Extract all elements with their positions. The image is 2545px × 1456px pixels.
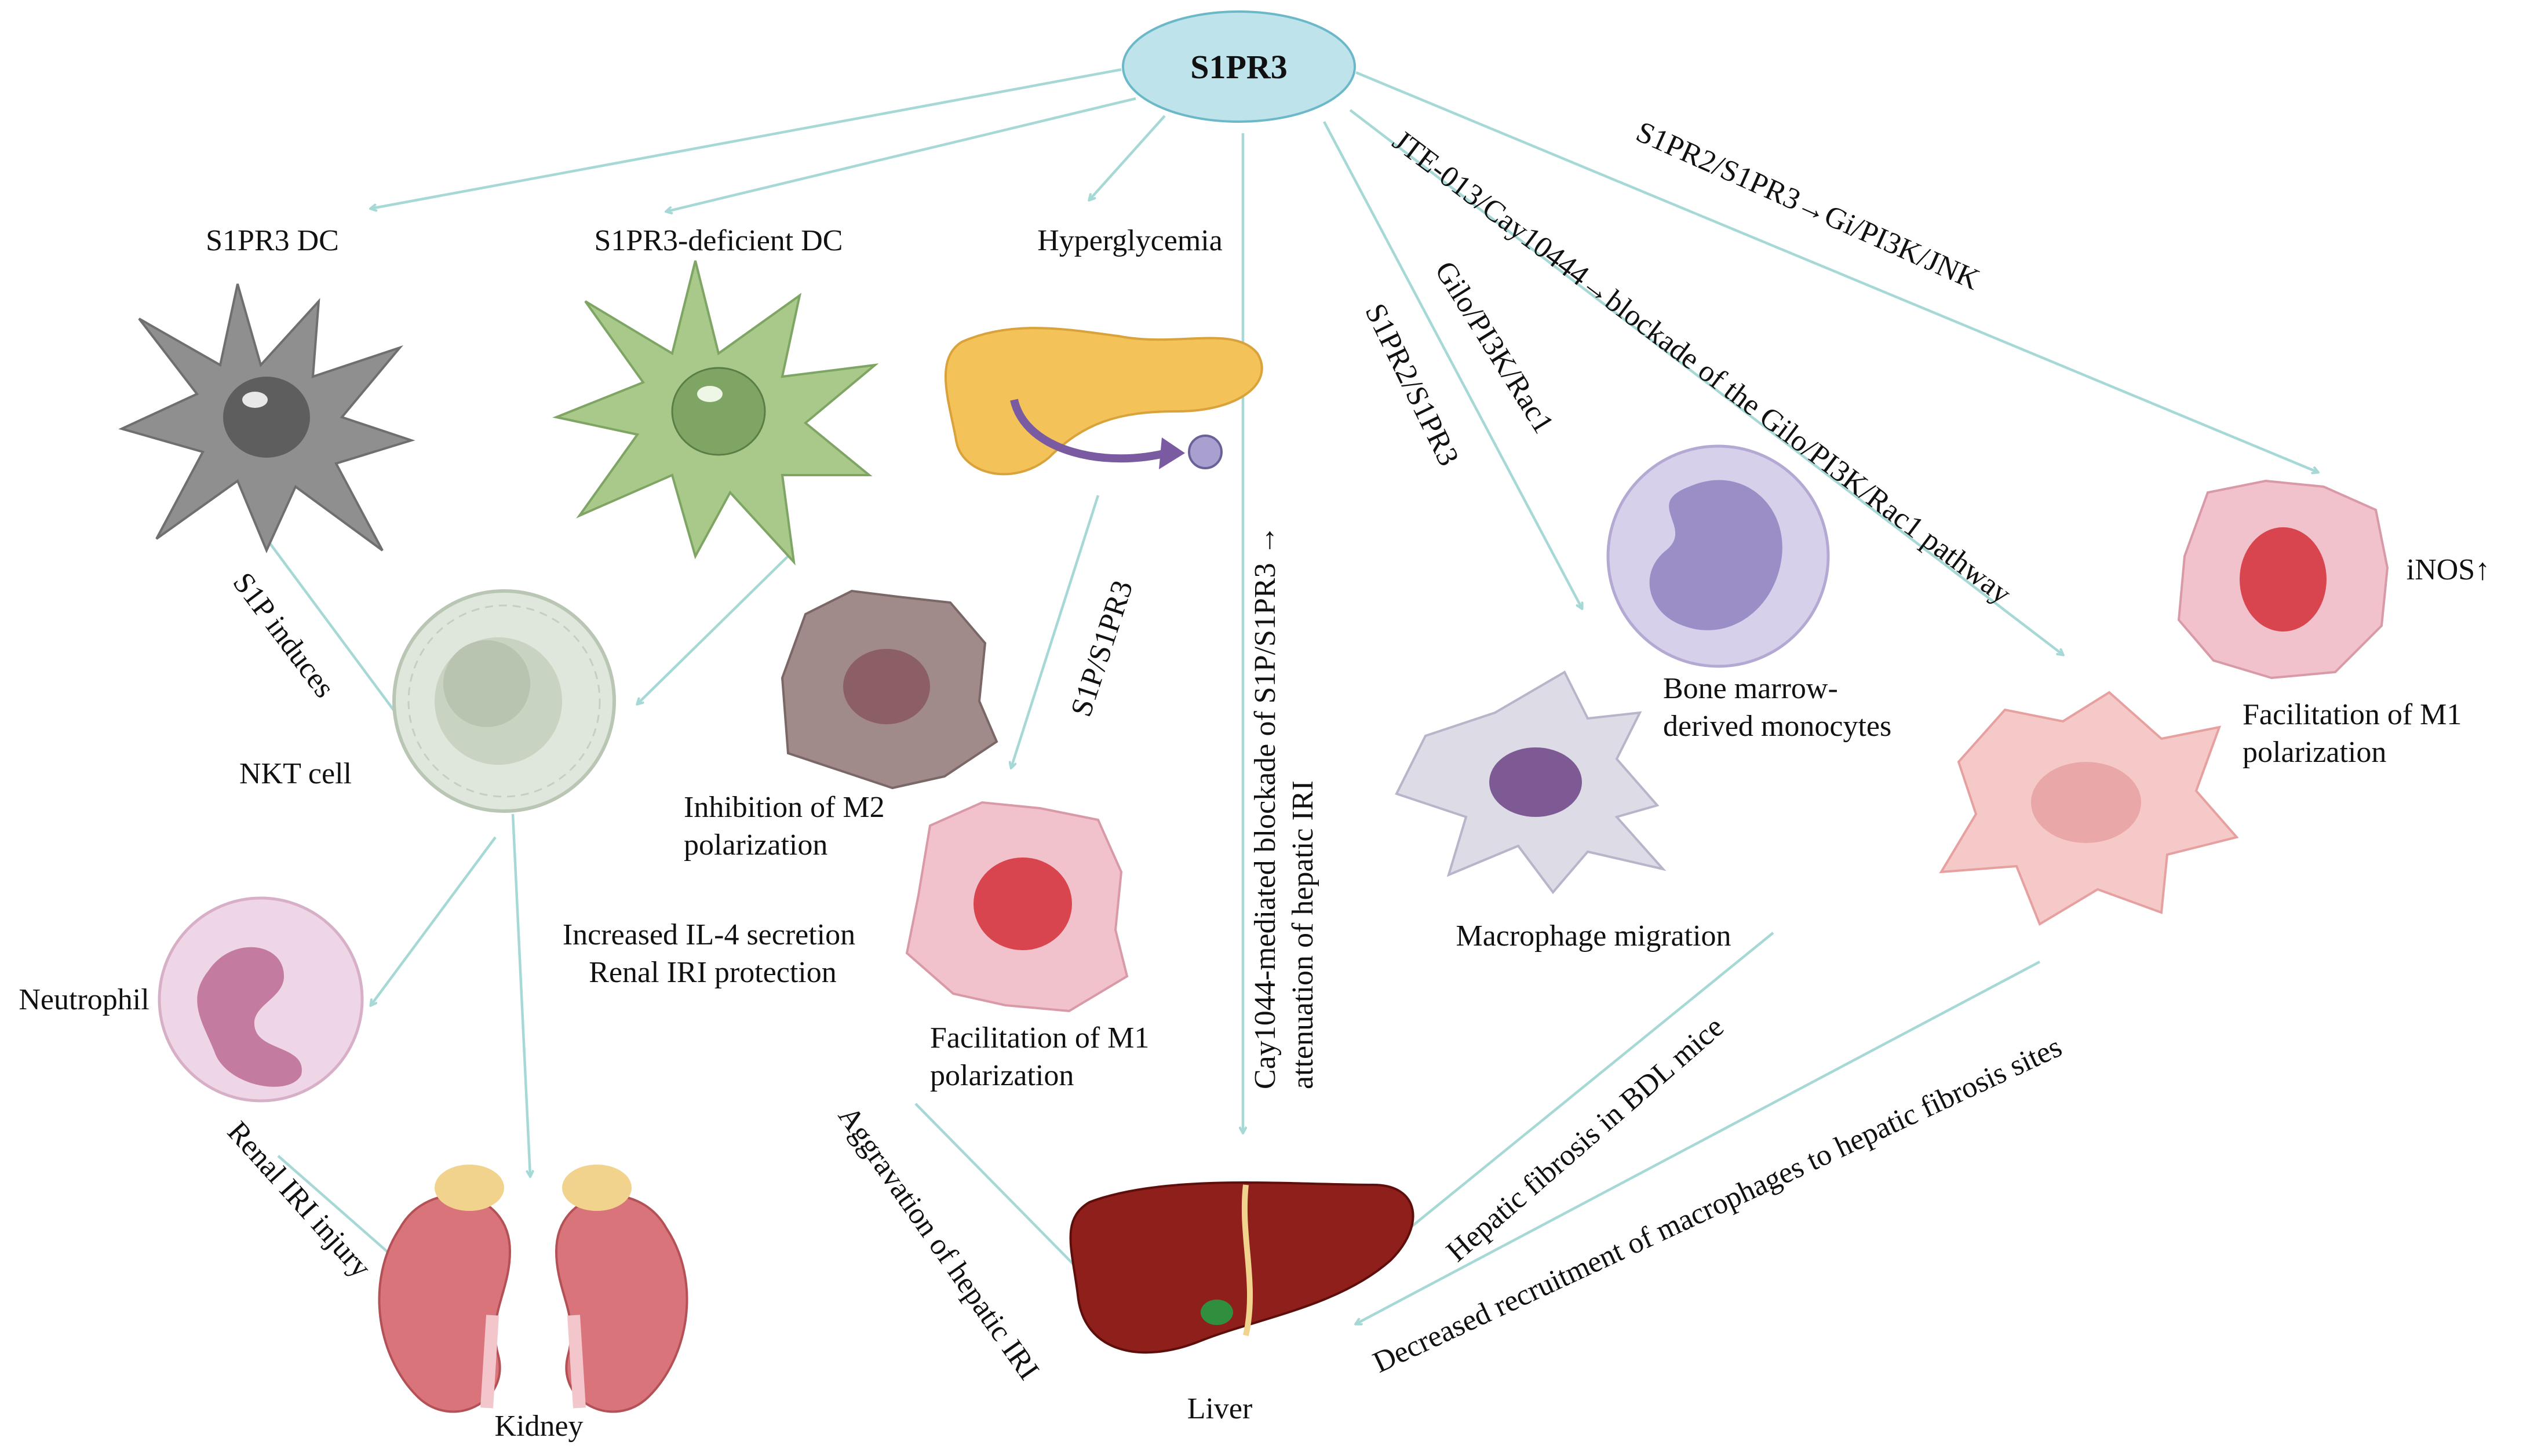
monocyte-icon (1606, 444, 1830, 668)
arrow-s1pr3-to-deficient-dc (666, 97, 1136, 211)
arrow-s1pr3-to-inos (1355, 71, 2318, 472)
arrow-s1pr3-to-hyperglycemia (1089, 115, 1166, 200)
edge-label-s1pr2-gi-jnk: S1PR2/S1PR3→Gi/PI3K/JNK (1631, 115, 1985, 297)
m2-macrophage-icon (781, 589, 998, 790)
s1pr3-node: S1PR3 (1122, 10, 1356, 123)
nkt-cell-icon (392, 589, 616, 813)
arrow-nkt-to-neutrophil (371, 836, 497, 1005)
label-kidney: Kidney (494, 1410, 583, 1443)
node-labels: S1PR3 DC S1PR3-deficient DC Hyperglycemi… (19, 224, 2490, 1443)
label-neutrophil: Neutrophil (19, 983, 149, 1016)
edge-label-decreased-recruitment: Decreased recruitment of macrophages to … (1368, 1030, 2067, 1380)
arrow-recruitment-to-liver (1356, 961, 2041, 1324)
arrow-migration-to-liver (1356, 932, 1774, 1272)
label-facilitation-m1-center: Facilitation of M1 polarization (930, 1021, 1157, 1092)
arrow-pancreas-to-m1 (1011, 495, 1100, 768)
edge-label-s1pr2-s1pr3: S1PR2/S1PR3 (1358, 298, 1465, 471)
recruited-macrophage-icon (1939, 691, 2239, 926)
m1-macrophage-right-icon (2177, 479, 2389, 680)
label-inos: iNOS↑ (2407, 553, 2490, 586)
arrow-m1-to-liver (914, 1103, 1084, 1275)
label-liver: Liver (1187, 1392, 1253, 1425)
label-inhibition-m2: Inhibition of M2 polarization (684, 791, 892, 862)
arrow-s1pr3-to-m1-macrophage (1349, 109, 2063, 655)
s1pr3-ellipse (1122, 10, 1356, 123)
label-s1pr3-dc: S1PR3 DC (206, 224, 339, 257)
m1-macrophage-center-icon (905, 801, 1129, 1013)
arrows (265, 68, 2318, 1324)
label-nkt-cell: NKT cell (239, 757, 352, 790)
arrow-dc-to-nkt (265, 538, 400, 718)
label-macrophage-migration: Macrophage migration (1456, 919, 1731, 953)
pancreas-icon (945, 327, 1263, 476)
arrow-s1pr3-to-macrophage-migration (1323, 121, 1582, 608)
edge-label-s1p-induces: S1P induces (226, 567, 341, 704)
label-il4-renal: Increased IL-4 secretion Renal IRI prote… (563, 918, 863, 989)
gray-dendritic-cell-icon (118, 283, 415, 554)
edge-label-gilo-pi3k-rac1: Gilo/PI3K/Rac1 (1428, 256, 1560, 439)
edge-label-aggravation-hepatic-iri: Aggravation of hepatic IRI (832, 1100, 1045, 1386)
edge-label-renal-iri-injury: Renal IRI injury (221, 1115, 377, 1284)
arrow-s1pr3-to-dc (371, 68, 1122, 209)
s1pr3-label: S1PR3 (1190, 48, 1288, 86)
kidney-icon (378, 1165, 688, 1413)
label-hyperglycemia: Hyperglycemia (1037, 224, 1223, 257)
green-dendritic-cell-icon (552, 260, 879, 566)
label-bone-marrow-monocytes: Bone marrow- derived monocytes (1663, 672, 1891, 743)
liver-icon (1069, 1181, 1414, 1354)
label-facilitation-m1-right: Facilitation of M1 polarization (2243, 698, 2469, 769)
edge-label-s1p-s1pr3: S1P/S1PR3 (1064, 576, 1139, 721)
label-s1pr3-deficient-dc: S1PR3-deficient DC (595, 224, 843, 257)
neutrophil-icon (158, 896, 364, 1103)
edge-label-cay1044-blockade: Cay1044-mediated blockade of S1P/S1PR3 →… (1249, 518, 1319, 1089)
arrow-deficient-dc-to-nkt (637, 552, 792, 704)
migrating-macrophage-icon (1395, 670, 1667, 895)
arrow-nkt-to-kidney (511, 813, 530, 1176)
